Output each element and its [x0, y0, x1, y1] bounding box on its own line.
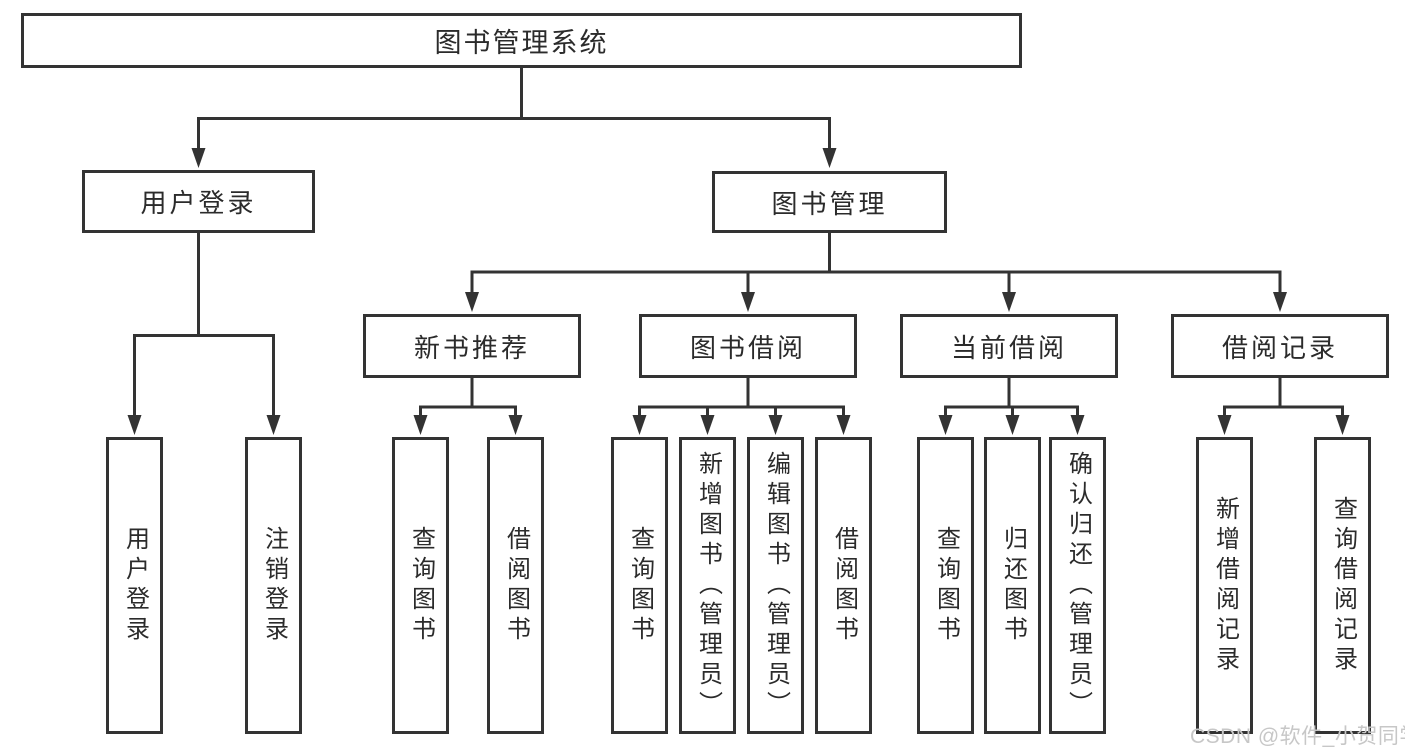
- connector-userlogin-to-children: [133, 233, 275, 420]
- node-leaf-query-borrow-record: 查询借阅记录: [1314, 437, 1371, 734]
- node-leaf-query-books-2: 查询图书: [611, 437, 668, 734]
- node-current-borrowing: 当前借阅: [900, 314, 1118, 378]
- node-new-book-recommendation: 新书推荐: [363, 314, 581, 378]
- leaf-label: 编辑图书（管理员）: [762, 450, 790, 721]
- node-leaf-query-books-3: 查询图书: [917, 437, 974, 734]
- leaf-label: 查询图书: [932, 525, 960, 646]
- node-leaf-add-books-admin: 新增图书（管理员）: [679, 437, 736, 734]
- arrow-down-icon: [836, 415, 851, 435]
- arrow-down-icon: [632, 415, 647, 435]
- node-leaf-query-books-1: 查询图书: [392, 437, 449, 734]
- node-user-login: 用户登录: [82, 170, 315, 233]
- leaf-label: 注销登录: [260, 525, 288, 646]
- arrow-down-icon: [1002, 292, 1016, 312]
- arrow-down-icon: [465, 292, 479, 312]
- leaf-label: 确认归还（管理员）: [1064, 450, 1092, 721]
- connector-bookmgmt-to-level3: [470, 233, 1282, 296]
- node-book-borrowing: 图书借阅: [639, 314, 857, 378]
- leaf-label: 借阅图书: [502, 525, 530, 646]
- leaf-label: 归还图书: [999, 525, 1027, 646]
- arrow-down-icon: [1070, 415, 1085, 435]
- arrow-down-icon: [700, 415, 715, 435]
- arrow-down-icon: [938, 415, 953, 435]
- connector-root-to-level2: [197, 68, 831, 152]
- arrow-down-icon: [1005, 415, 1020, 435]
- connector-newbooks-to-children: [419, 378, 517, 421]
- leaf-label: 查询借阅记录: [1329, 495, 1357, 676]
- connector-currentborrow-to-children: [944, 378, 1079, 421]
- node-library-management-system: 图书管理系统: [21, 13, 1022, 68]
- connector-records-to-children: [1223, 378, 1344, 421]
- node-book-management: 图书管理: [712, 171, 947, 233]
- leaf-label: 新增借阅记录: [1211, 495, 1239, 676]
- leaf-label: 查询图书: [626, 525, 654, 646]
- node-leaf-add-borrow-record: 新增借阅记录: [1196, 437, 1253, 734]
- node-leaf-return-books: 归还图书: [984, 437, 1041, 734]
- node-leaf-confirm-return-admin: 确认归还（管理员）: [1049, 437, 1106, 734]
- node-leaf-edit-books-admin: 编辑图书（管理员）: [747, 437, 804, 734]
- arrow-down-icon: [266, 415, 281, 435]
- connector-bookborrow-to-children: [638, 378, 845, 421]
- arrow-down-icon: [413, 415, 428, 435]
- leaf-label: 用户登录: [121, 525, 149, 646]
- arrow-down-icon: [1335, 415, 1350, 435]
- leaf-label: 查询图书: [407, 525, 435, 646]
- node-leaf-logout: 注销登录: [245, 437, 302, 734]
- arrow-down-icon: [741, 292, 755, 312]
- arrow-down-icon: [768, 415, 783, 435]
- arrow-down-icon: [191, 148, 206, 168]
- arrow-down-icon: [508, 415, 523, 435]
- arrow-down-icon: [1273, 292, 1287, 312]
- node-leaf-borrow-books-1: 借阅图书: [487, 437, 544, 734]
- arrow-down-icon: [822, 148, 837, 168]
- node-borrowing-records: 借阅记录: [1171, 314, 1389, 378]
- node-leaf-borrow-books-2: 借阅图书: [815, 437, 872, 734]
- watermark: CSDN @软件_小贺同学: [1190, 725, 1405, 747]
- arrow-down-icon: [1217, 415, 1232, 435]
- node-leaf-user-login: 用户登录: [106, 437, 163, 734]
- arrow-down-icon: [127, 415, 142, 435]
- leaf-label: 借阅图书: [830, 525, 858, 646]
- leaf-label: 新增图书（管理员）: [694, 450, 722, 721]
